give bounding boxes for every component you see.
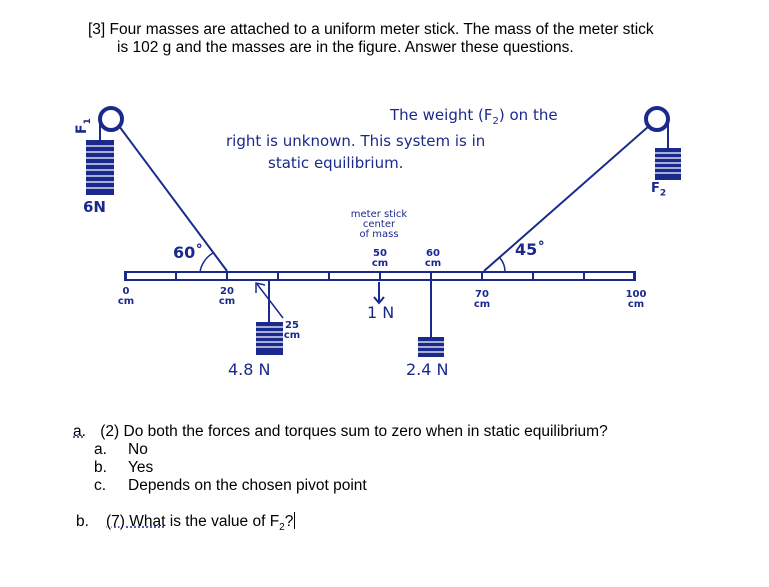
center-of-mass-label: meter stick center of mass <box>350 209 408 240</box>
option-a[interactable]: a.No <box>94 441 148 458</box>
figure-note-line-1: The weight (F2) on the <box>390 106 558 127</box>
left-weight-icon <box>86 140 114 195</box>
angle-right-label: 45˚ <box>515 240 546 259</box>
question-a: a. (2) Do both the forces and torques su… <box>73 422 608 441</box>
angle-left-label: 60˚ <box>173 243 204 262</box>
weight-center-label: 1 N <box>367 303 395 322</box>
question-a-prefix: a. <box>73 423 86 440</box>
left-string <box>118 125 228 272</box>
option-c[interactable]: c.Depends on the chosen pivot point <box>94 477 367 494</box>
weight-25cm-label: 4.8 N <box>228 360 271 379</box>
left-force-label: F1 <box>74 118 93 134</box>
question-b-text: is the value of F <box>165 513 280 530</box>
right-force-label: F2 <box>651 181 667 199</box>
question-b-points: (7) What <box>106 513 166 530</box>
left-pulley-icon <box>98 106 124 132</box>
question-b-prefix: b. <box>76 513 89 530</box>
right-string <box>483 125 650 272</box>
problem-line-2: is 102 g and the masses are in the figur… <box>117 39 574 56</box>
weight-60cm-label: 2.4 N <box>406 360 449 379</box>
figure-note-line-2: right is unknown. This system is in <box>226 132 486 150</box>
text-cursor <box>294 512 296 529</box>
question-a-text: (2) Do both the forces and torques sum t… <box>100 423 608 440</box>
problem-line-1: [3] Four masses are attached to a unifor… <box>88 21 654 38</box>
left-weight-label: 6N <box>83 198 106 216</box>
option-b[interactable]: b.Yes <box>94 459 154 476</box>
figure-note-line-3: static equilibrium. <box>268 154 404 172</box>
question-b[interactable]: b.(7) What is the value of F2? <box>76 512 296 534</box>
right-pulley-icon <box>644 106 670 132</box>
